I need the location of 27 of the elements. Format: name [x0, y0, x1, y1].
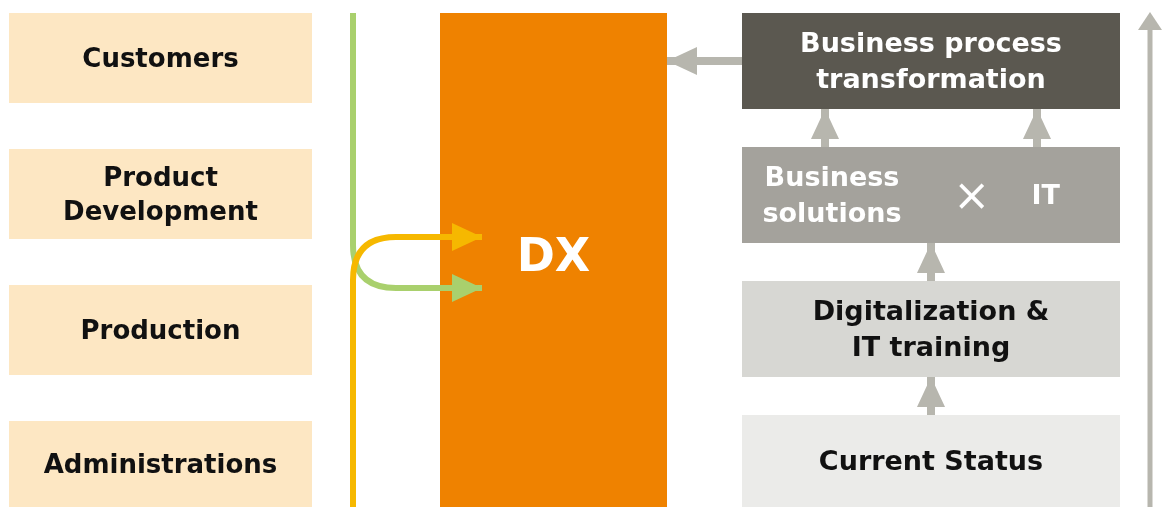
box-label: Business process transformation: [799, 26, 1063, 96]
stage-box: [742, 415, 1120, 507]
department-box: [9, 149, 312, 239]
stage-box: [742, 281, 1120, 377]
box-label: Customers: [82, 41, 239, 75]
arrow: [917, 243, 945, 281]
box-label: Product Development: [62, 160, 259, 228]
box-label: Digitalization & IT training: [812, 294, 1050, 364]
arrow: [811, 109, 839, 147]
department-box: [9, 13, 312, 103]
dx-bar: [440, 13, 667, 507]
stage-box: [742, 147, 1120, 243]
box-label: DX: [516, 226, 591, 284]
arrow: [350, 13, 482, 302]
department-box: [9, 421, 312, 507]
department-box: [9, 285, 312, 375]
arrow: [917, 377, 945, 415]
arrow: [350, 223, 482, 507]
stage-box: [742, 13, 1120, 109]
arrow: [667, 47, 742, 75]
box-label: Administrations: [43, 447, 278, 481]
times-sign: ×: [953, 173, 991, 217]
box-label: IT: [1031, 178, 1060, 213]
arrow: [1023, 109, 1051, 147]
box-label: Business solutions: [761, 160, 903, 230]
box-label: Production: [80, 313, 241, 347]
box-label: Current Status: [818, 444, 1044, 479]
